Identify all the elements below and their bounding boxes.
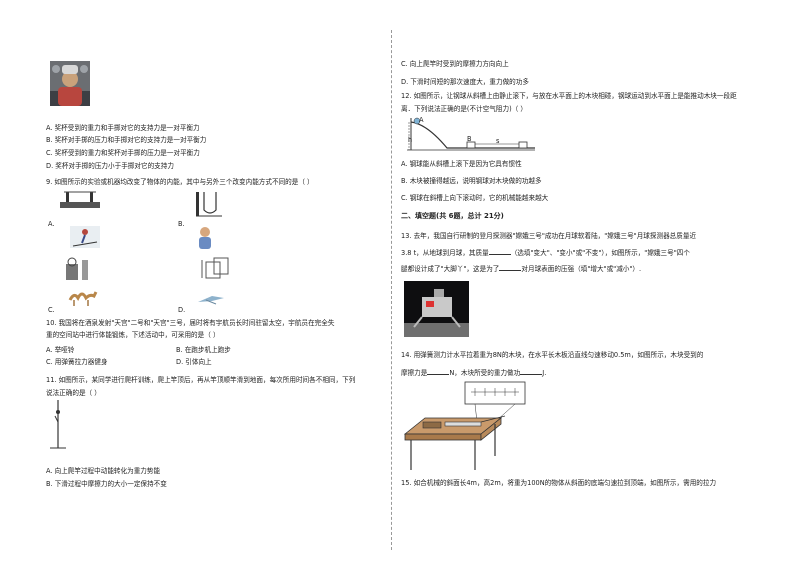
q14-blank-2[interactable] bbox=[520, 368, 543, 375]
right-column: C. 向上爬竿时受到的摩擦力方向向上 D. 下滑时间短的那次速度大，重力做的功多… bbox=[401, 0, 751, 562]
q12-fig-label-h: h bbox=[408, 136, 413, 144]
q12-question-line2: 离．下列说法正确的是(不计空气阻力)（ ） bbox=[401, 105, 527, 113]
q9-label-a: A. bbox=[48, 220, 55, 228]
section-fill-in-title: 二、填空题(共 6题，总计 21分) bbox=[401, 212, 504, 220]
q13-question-line2: 3.8 t，从地球到月球，其质量（选填"变大"、"变小"或"不变"），如图所示，… bbox=[401, 248, 690, 257]
q11-option-a: A. 向上爬竿过程中动能转化为重力势能 bbox=[46, 467, 161, 475]
q14-blank-1[interactable] bbox=[427, 368, 450, 375]
q12-option-c: C. 钢球在斜槽上向下滚动时，它的机械能越来越大 bbox=[401, 194, 549, 202]
q9-label-c: C. bbox=[48, 306, 55, 314]
q14-figure-table bbox=[403, 381, 526, 470]
q9-label-b: B. bbox=[178, 220, 185, 228]
q12-figure-ramp bbox=[407, 117, 535, 151]
q8-option-c: C. 奖杯受到的重力和奖杯对手掷的压力是一对平衡力 bbox=[46, 149, 200, 157]
q8-option-a: A. 奖杯受到的重力和手掷对它的支持力是一对平衡力 bbox=[46, 124, 200, 132]
q12-option-b: B. 木块被撞得越远，说明钢球对木块做的功越多 bbox=[401, 177, 542, 185]
q9-label-d: D. bbox=[178, 306, 186, 314]
q15-question-line1: 15. 如合机械的斜面长4m，高2m，将重为100N的物体从斜面的底端匀速拉到顶… bbox=[401, 479, 717, 487]
q9-figure-b-tube bbox=[196, 192, 222, 217]
trophy-photo bbox=[50, 61, 90, 106]
q9-figure-a-skier bbox=[70, 226, 100, 248]
q9-figure-c-camel bbox=[68, 291, 98, 306]
q10-option-c: C. 用弹簧拉力器健身 bbox=[46, 358, 108, 366]
q12-fig-label-s: s bbox=[496, 137, 500, 145]
q9-figure-a-device bbox=[60, 191, 100, 208]
q11-option-d: D. 下滑时间短的那次速度大，重力做的功多 bbox=[401, 78, 529, 86]
q12-option-a: A. 钢球能从斜槽上滚下是因为它具有惯性 bbox=[401, 160, 522, 168]
q11-question-line1: 11. 如图所示，某同学进行爬杆训练，爬上竿顶后，再从竿顶顺竿滑到地面，每次所用… bbox=[46, 376, 356, 384]
q11-option-c: C. 向上爬竿时受到的摩擦力方向向上 bbox=[401, 60, 509, 68]
q8-option-b: B. 奖杯对手掷的压力和手掷对它的支持力是一对平衡力 bbox=[46, 136, 207, 144]
q9-figure-b-child bbox=[199, 227, 211, 249]
column-divider bbox=[391, 30, 392, 550]
lunar-lander-photo bbox=[404, 281, 469, 337]
q13-blank-1[interactable] bbox=[488, 248, 511, 255]
q13-question-line1: 13. 去年，我国自行研制的登月探测器"嫦娥三号"成功在月球软着陆，"嫦娥三号"… bbox=[401, 232, 697, 240]
q11-option-b: B. 下滑过程中摩擦力的大小一定保持不变 bbox=[46, 480, 167, 488]
q12-fig-label-a: A bbox=[419, 116, 424, 124]
q10-option-d: D. 引体向上 bbox=[176, 358, 212, 366]
q13-question-line3: 腿都设计成了"大脚丫"，这是为了对月球表面的压强（填"增大"或"减小"）. bbox=[401, 264, 642, 273]
q10-question-line2: 重的空间站中进行体能锻炼，下述活动中，可采用的是（ ） bbox=[46, 331, 220, 339]
q14-question-line1: 14. 用弹簧测力计水平拉着重为8N的木块，在水平长木板沿直线匀速移动0.5m，… bbox=[401, 351, 704, 359]
q11-figure-pole bbox=[50, 400, 66, 449]
q9-figure-d-plane bbox=[198, 296, 224, 305]
q11-question-line2: 说法正确的是（ ） bbox=[46, 389, 101, 397]
q9-figure-d-plates bbox=[201, 257, 229, 279]
q12-question-line1: 12. 如图所示，让钢球从斜槽上由静止滚下，与放在水平面上的木块相碰，钢球运动到… bbox=[401, 92, 737, 100]
q13-blank-2[interactable] bbox=[499, 264, 522, 271]
q10-option-a: A. 举哑铃 bbox=[46, 346, 75, 354]
q10-option-b: B. 在跑步机上跑步 bbox=[176, 346, 231, 354]
left-column: A. 奖杯受到的重力和手掷对它的支持力是一对平衡力 B. 奖杯对手掷的压力和手掷… bbox=[46, 0, 382, 562]
q8-option-d: D. 奖杯对手掷的压力小于手掷对它的支持力 bbox=[46, 162, 174, 170]
q9-question: 9. 如图所示的实验或机器均改变了物体的内能，其中与另外三个改变内能方式不同的是… bbox=[46, 178, 314, 186]
q9-figure-c-machine bbox=[66, 257, 88, 280]
q12-fig-label-b: B bbox=[467, 135, 472, 143]
q10-question-line1: 10. 我国将在酒泉发射"天宫"二号和"天宫"三号，届时将有宇航员长时间驻留太空… bbox=[46, 319, 335, 327]
